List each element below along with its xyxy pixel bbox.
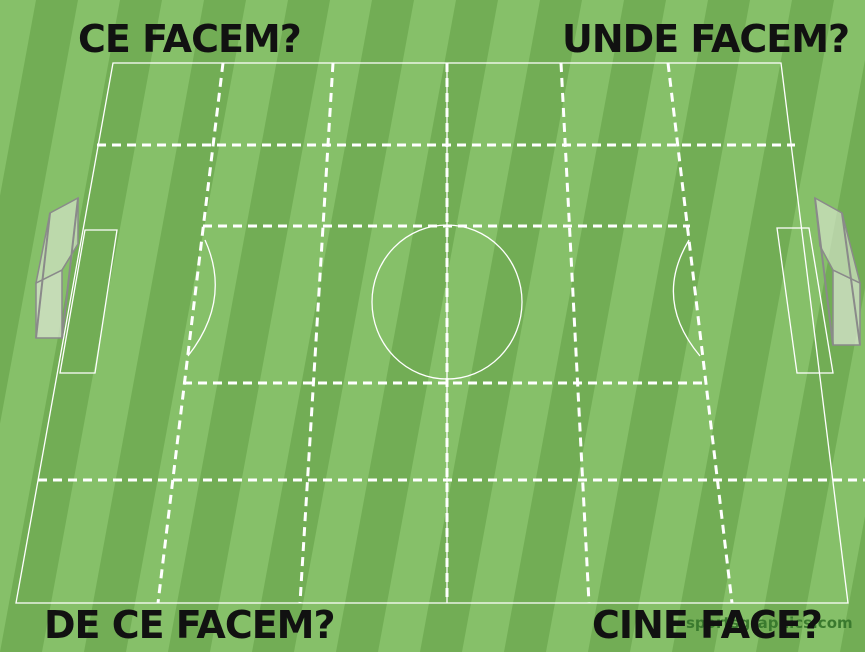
label-unde-facem: UNDE FACEM? xyxy=(562,20,849,58)
label-ce-facem: CE FACEM? xyxy=(78,20,301,58)
label-de-ce-facem: DE CE FACEM? xyxy=(44,606,335,644)
label-cine-face: CINE FACE? xyxy=(592,606,822,644)
